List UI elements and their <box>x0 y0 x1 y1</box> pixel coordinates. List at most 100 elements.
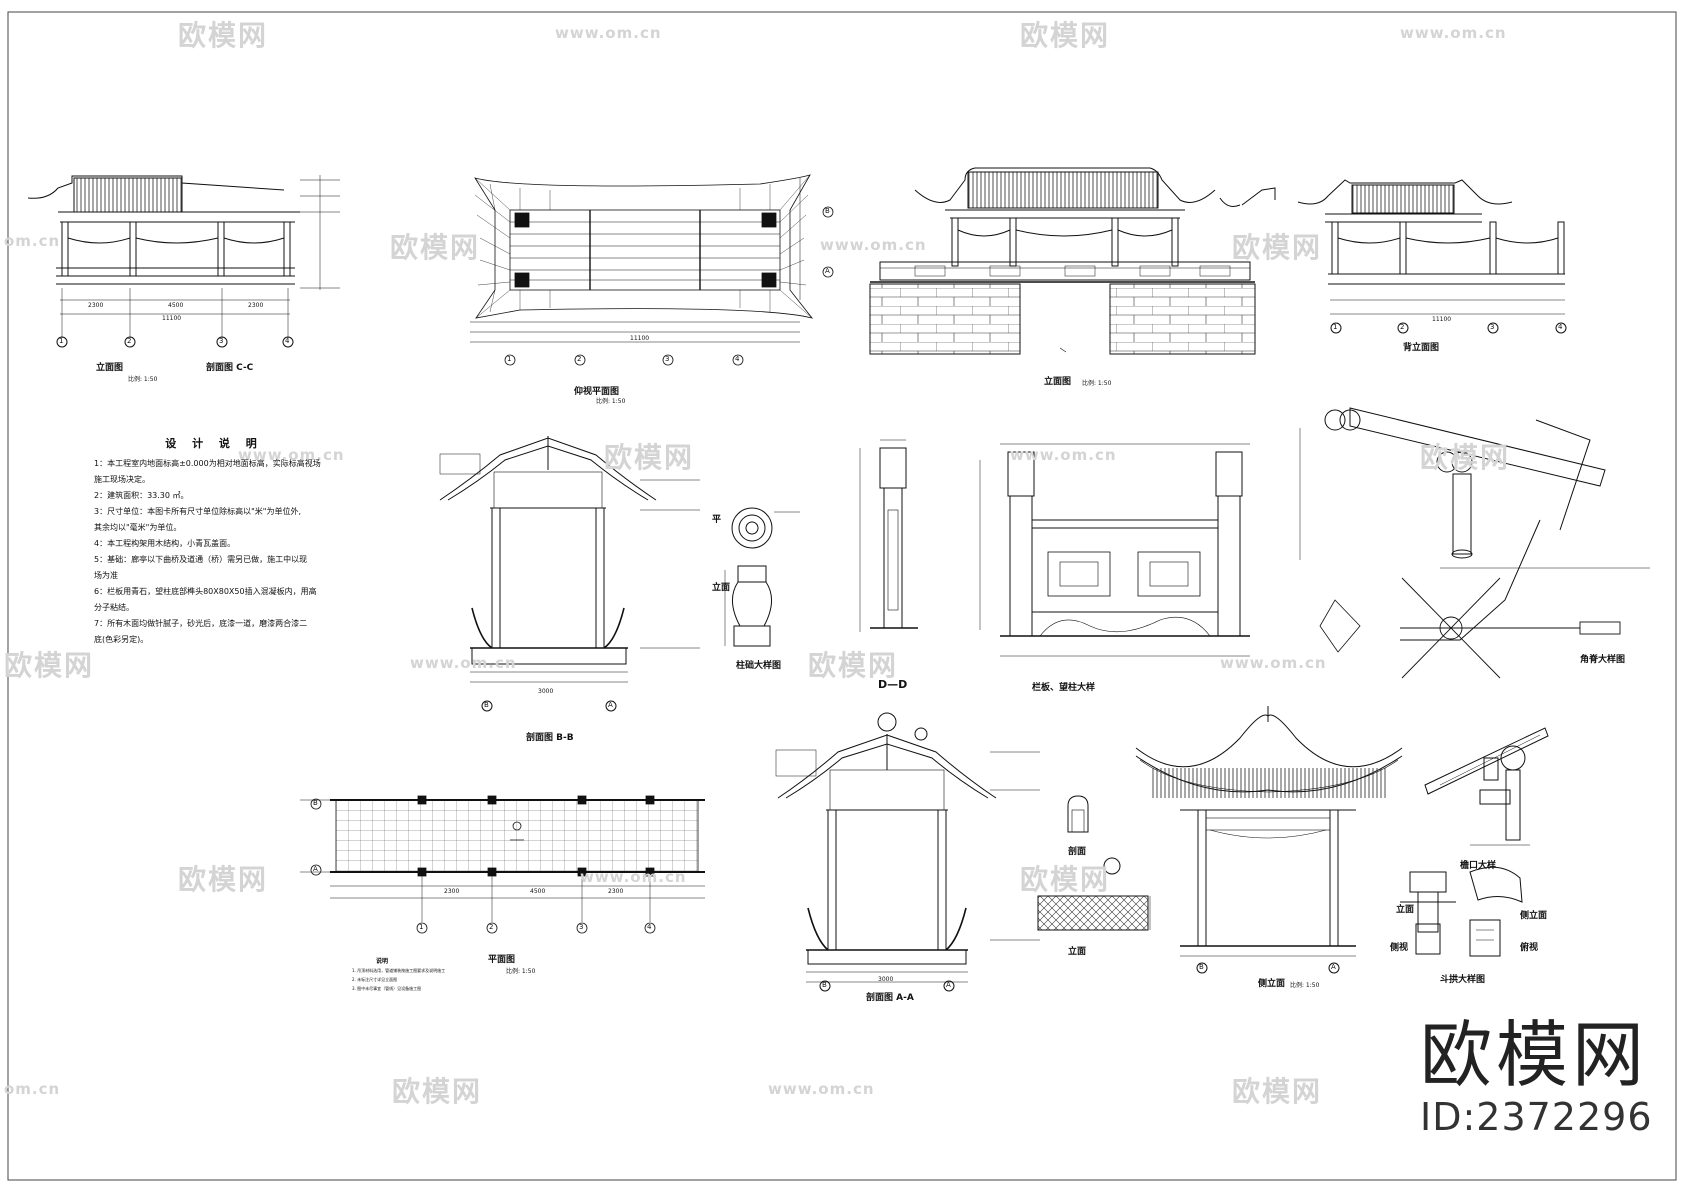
corner-ridge-detail-drawing <box>1299 407 1650 679</box>
axis-label: 2 <box>577 355 582 363</box>
side-elevation-drawing <box>1135 706 1403 974</box>
watermark-brand: 欧模网 <box>1232 1075 1323 1108</box>
watermark-site: www.om.cn <box>555 24 662 42</box>
post-detail-title: 柱础大样图 <box>736 661 782 671</box>
plan-small-label: 平 <box>712 515 722 525</box>
watermark-brand: 欧模网 <box>178 863 269 896</box>
elevation-small-label: 立面 <box>712 583 731 593</box>
watermark-site: www.om.cn <box>1220 654 1327 672</box>
section-dd-title: D—D <box>878 678 908 691</box>
watermark-brand: 欧模网 <box>1232 231 1323 264</box>
bracket-detail-title: 斗拱大样图 <box>1440 975 1486 985</box>
axis-label: 1 <box>59 337 64 345</box>
scale-label: 比例: 1:50 <box>1290 982 1320 989</box>
front-small-label: 立面 <box>1396 905 1415 915</box>
design-note: 7：所有木面均做针腻子，砂光后，底漆一道，磨漆两合漆二 <box>94 619 308 628</box>
side-view-label: 侧视 <box>1390 943 1409 953</box>
ceiling-plan-drawing <box>470 174 834 366</box>
dimension-side: 2300 <box>444 888 460 895</box>
scale-label: 比例: 1:50 <box>506 968 536 975</box>
watermark-brand: 欧模网 <box>1420 441 1511 474</box>
watermark-site: www.om.cn <box>820 236 927 254</box>
design-note: 6：栏板用青石，望柱底部榫头80X80X50插入混凝板内，用高 <box>94 587 317 596</box>
plan-legend: 说明 1. 吊顶材料选用，管道铺装按施工图要求及说明施工 2. 未标注尺寸详见立… <box>352 957 445 993</box>
section-small-title: 剖面 <box>1068 847 1087 857</box>
dimension-side: 2300 <box>248 302 264 309</box>
watermark-om: om.cn <box>4 232 61 250</box>
axis-label: B <box>822 981 827 989</box>
design-note: 底(色彩另定)。 <box>94 635 149 644</box>
design-note: 3：尺寸单位：本图卡所有尺寸单位除标高以"米"为单位外, <box>94 507 301 516</box>
railing-detail-title: 栏板、望柱大样 <box>1032 683 1096 693</box>
axis-label: 4 <box>1558 323 1563 331</box>
axis-label: A <box>825 267 830 275</box>
section-dd-drawing <box>859 439 918 632</box>
watermark-site: www.om.cn <box>410 654 517 672</box>
axis-label: A <box>313 865 318 873</box>
watermark-site: www.om.cn <box>238 446 345 464</box>
section-aa-drawing <box>775 712 1040 992</box>
front-elevation-drawing <box>869 167 1256 355</box>
axis-label: 3 <box>1490 323 1495 331</box>
plan-legend-item: 2. 未标注尺寸详见立面图 <box>352 977 398 982</box>
plan-drawing <box>300 795 705 934</box>
dimension-side: 2300 <box>608 888 624 895</box>
watermark-site: www.om.cn <box>1010 446 1117 464</box>
corner-detail-title: 角脊大样图 <box>1580 655 1626 665</box>
design-note: 2：建筑面积：33.30 ㎡。 <box>94 491 189 500</box>
dimension-mid: 4500 <box>530 888 546 895</box>
plan-title: 平面图 <box>488 955 516 965</box>
axis-label: 4 <box>285 337 290 345</box>
axis-label: 1 <box>507 355 512 363</box>
axis-label: A <box>946 981 951 989</box>
watermark-brand: 欧模网 <box>178 19 269 52</box>
axis-label: B <box>313 799 318 807</box>
design-note: 5：基础：廊亭以下曲桥及道通（桥）需另已做，施工中以现 <box>94 555 308 564</box>
watermark-site: www.om.cn <box>768 1080 875 1098</box>
eave-detail-title: 檐口大样 <box>1460 861 1497 871</box>
axis-label: 3 <box>219 337 224 345</box>
front-elevation-title: 立面图 <box>1044 377 1072 387</box>
axis-label: 4 <box>647 923 652 931</box>
watermark-om: om.cn <box>4 1080 61 1098</box>
axis-label: B <box>484 701 489 709</box>
dimension-side: 2300 <box>88 302 104 309</box>
axis-label: 2 <box>127 337 132 345</box>
bracket-detail-drawing <box>1400 866 1523 957</box>
elevation-drawing <box>27 175 340 348</box>
post-base-detail-drawing <box>724 507 800 647</box>
axis-label: 1 <box>419 923 424 931</box>
axis-label: A <box>608 701 613 709</box>
watermark-brand: 欧模网 <box>1020 19 1111 52</box>
section-cc-title: 剖面图 C-C <box>206 363 254 373</box>
top-view-label: 俯视 <box>1520 943 1539 953</box>
plan-legend-title: 说明 <box>375 958 388 965</box>
side-small-label: 侧立面 <box>1520 911 1548 921</box>
watermark-brand: 欧模网 <box>1020 863 1111 896</box>
ceiling-plan-title: 仰视平面图 <box>574 387 620 397</box>
dimension-total: 11100 <box>630 335 650 342</box>
small-section-elevation-drawing <box>1037 795 1151 931</box>
dimension-mid: 4500 <box>168 302 184 309</box>
watermark-brand: 欧模网 <box>390 231 481 264</box>
brand-logo: 欧模网 ID:2372296 <box>1420 1015 1653 1139</box>
design-notes-title: 设 计 说 明 <box>165 437 263 450</box>
elevation-title: 立面图 <box>96 363 124 373</box>
axis-label: A <box>1331 963 1336 971</box>
axis-label: 2 <box>489 923 494 931</box>
watermark-brand: 欧模网 <box>808 649 899 682</box>
axis-label: B <box>1199 963 1204 971</box>
brand-logo-id: ID:2372296 <box>1420 1095 1653 1139</box>
axis-label: 1 <box>1333 323 1338 331</box>
brand-logo-name: 欧模网 <box>1420 1013 1649 1097</box>
back-elevation-title: 背立面图 <box>1403 343 1440 353</box>
watermark-brand: 欧模网 <box>392 1075 483 1108</box>
watermark-brand: 欧模网 <box>4 649 95 682</box>
design-note: 其余均以"毫米"为单位。 <box>94 523 182 532</box>
axis-label: 3 <box>579 923 584 931</box>
section-bb-drawing <box>439 436 700 712</box>
plan-legend-item: 3. 图中未尽事宜（管线）见设备施工图 <box>352 986 422 991</box>
design-note: 场为准 <box>94 571 118 580</box>
railing-detail-drawing <box>979 443 1250 657</box>
